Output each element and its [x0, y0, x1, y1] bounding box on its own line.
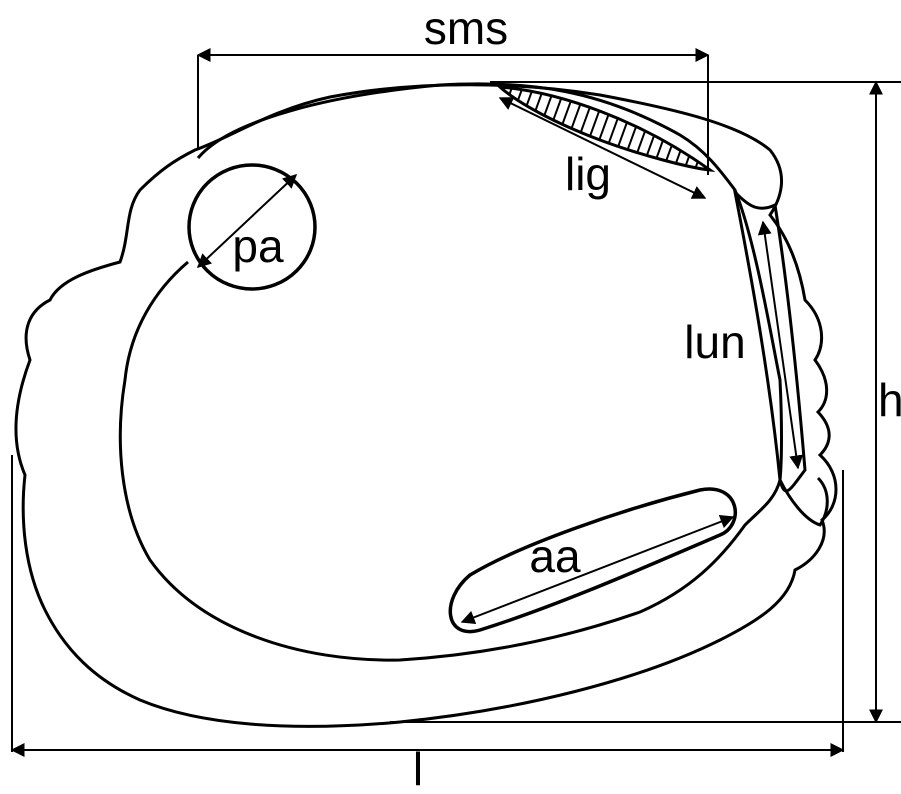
label-sms: sms [424, 2, 508, 54]
shell-outer-outline [14, 83, 838, 728]
label-pa: pa [232, 220, 284, 272]
pa-measure-arrow [196, 174, 298, 268]
posterior-adductor-scar [187, 163, 317, 291]
label-lun: lun [684, 316, 745, 368]
lunule-bulge [778, 476, 829, 527]
label-h: h [878, 374, 901, 426]
lun-measure-arrow [757, 220, 804, 470]
label-aa: aa [529, 530, 581, 582]
lig-measure-arrow [498, 97, 707, 199]
label-l: l [413, 743, 423, 789]
label-lig: lig [565, 148, 611, 200]
shell-inner-outline [118, 82, 783, 662]
aa-measure-arrow [460, 515, 735, 624]
